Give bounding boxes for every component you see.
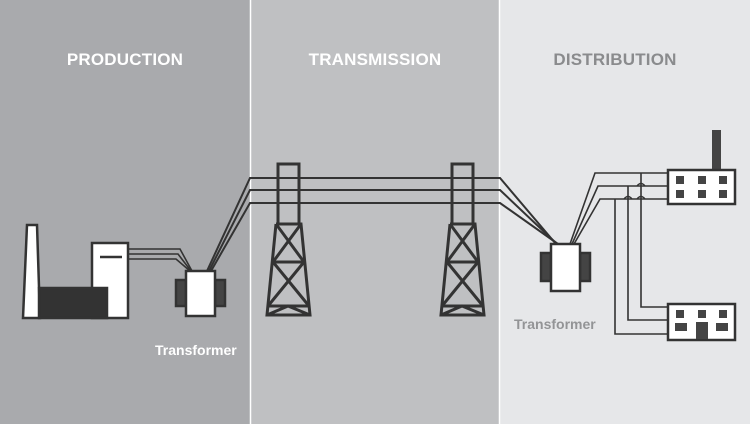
distribution-transformer-label: Transformer [514,316,596,332]
distribution-wires [569,172,668,335]
transmission-title: TRANSMISSION [308,50,442,69]
transmission-wires [206,177,559,272]
transformer-icon [174,269,227,318]
transmission-panel: TRANSMISSION [251,0,499,424]
pylon-icon [265,162,312,317]
power-plant-icon [21,223,130,320]
distribution-title: DISTRIBUTION [553,50,677,69]
plant-to-transformer-wires [129,248,193,272]
production-title: PRODUCTION [66,50,184,69]
production-panel: PRODUCTION [0,0,250,424]
wire-crossing-marks [623,182,646,200]
factory-building-icon [666,130,737,206]
pylon-icon [439,162,486,317]
distribution-panel: DISTRIBUTION [500,0,750,424]
production-transformer-label: Transformer [155,342,237,358]
transformer-icon [539,242,592,293]
house-building-icon [666,302,737,342]
